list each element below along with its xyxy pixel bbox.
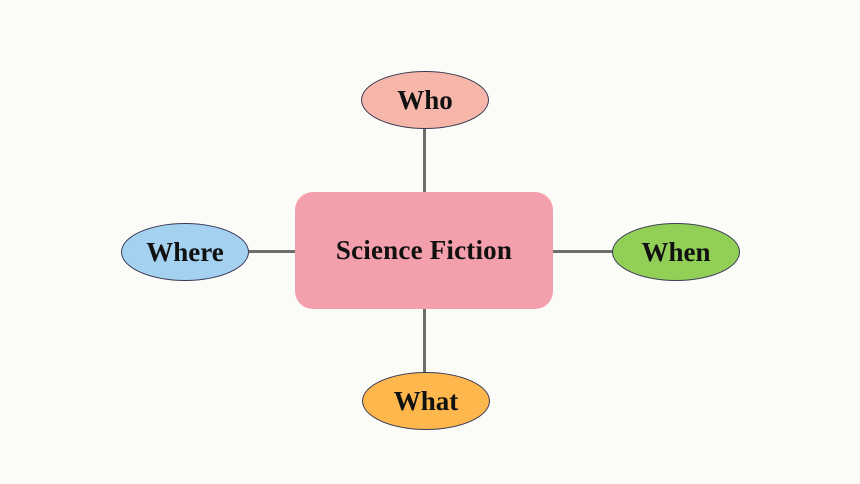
connector-left xyxy=(248,250,295,253)
branch-node-where: Where xyxy=(121,223,249,281)
branch-label-where: Where xyxy=(146,236,224,267)
branch-node-what: What xyxy=(362,372,490,430)
connector-bottom xyxy=(423,309,426,373)
center-node-label: Science Fiction xyxy=(335,235,513,265)
branch-label-who: Who xyxy=(397,84,453,115)
branch-label-what: What xyxy=(393,385,459,416)
connector-top xyxy=(423,128,426,192)
branch-node-when: When xyxy=(612,223,740,281)
branch-label-when: When xyxy=(641,236,711,267)
center-node: Science Fiction xyxy=(295,192,553,309)
branch-node-who: Who xyxy=(361,71,489,129)
connector-right xyxy=(553,250,613,253)
